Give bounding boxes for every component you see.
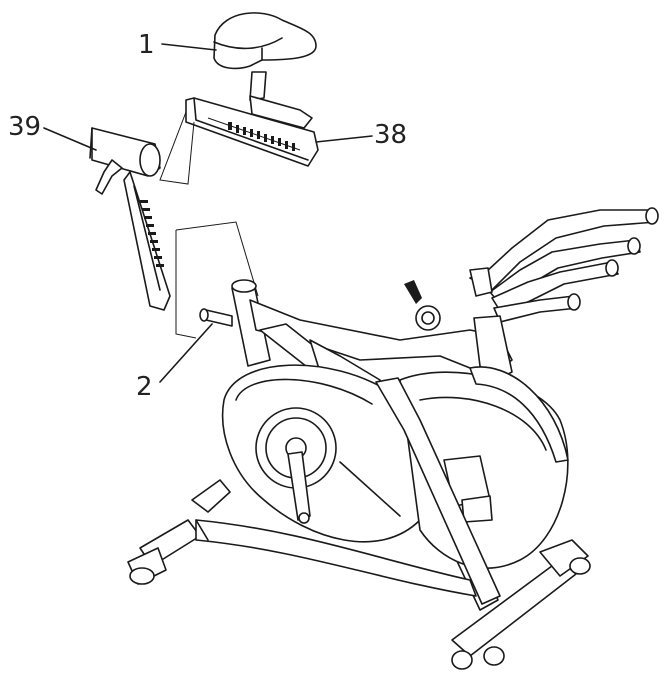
rear-housing xyxy=(399,366,569,569)
callout-39: 39 xyxy=(8,112,42,142)
resistance-knob xyxy=(404,280,441,331)
leader-38 xyxy=(315,135,373,143)
leader-1 xyxy=(161,43,217,51)
leader-lines xyxy=(43,43,373,383)
seat-slide xyxy=(185,97,319,167)
crank xyxy=(255,407,337,524)
leader-39 xyxy=(43,127,97,151)
seat-post-bracket xyxy=(89,127,171,311)
callout-38: 38 xyxy=(374,120,408,150)
slide-scale-marks xyxy=(228,122,295,151)
leader-2 xyxy=(159,323,213,383)
handlebars xyxy=(469,207,659,323)
callout-2: 2 xyxy=(136,372,153,402)
post-scale-marks xyxy=(140,200,164,267)
seat xyxy=(213,12,317,129)
base xyxy=(127,479,591,670)
callout-1: 1 xyxy=(138,30,155,60)
